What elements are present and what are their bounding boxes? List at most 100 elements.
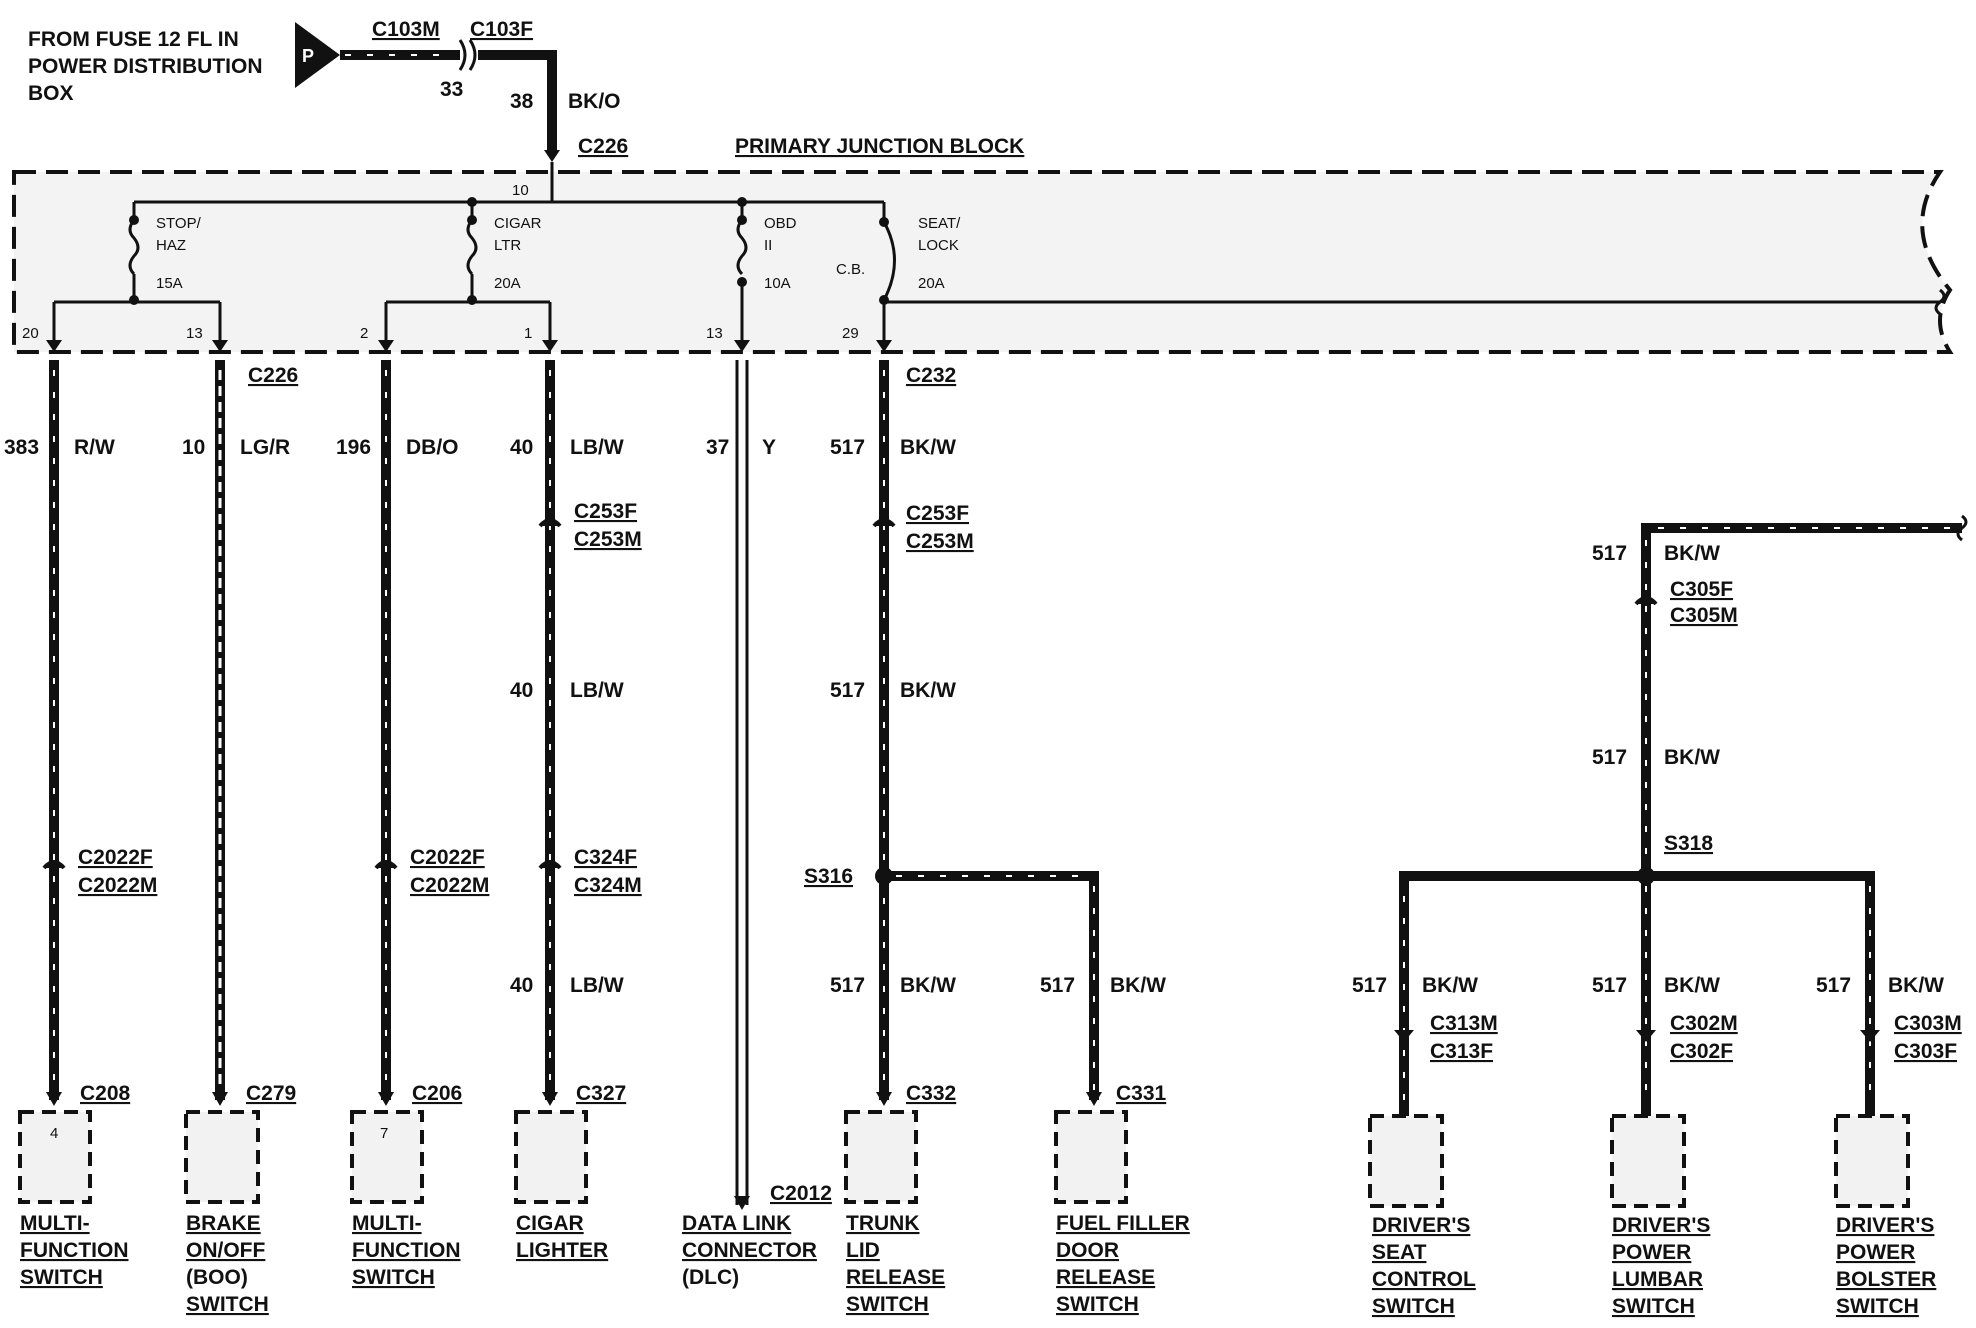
pin-33: 33 (440, 78, 463, 101)
fuse-obd-icon (736, 219, 748, 276)
comp-fuel-line3: RELEASE (1056, 1266, 1155, 1289)
fuse-cigar-name1: CIGAR (494, 215, 542, 232)
component-box-seat-control (1368, 1114, 1444, 1208)
connector-c331: C331 (1116, 1082, 1167, 1105)
junction-pin-20: 20 (22, 325, 39, 342)
junction-block-title: PRIMARY JUNCTION BLOCK (735, 135, 1024, 158)
feed-arrow-icon (544, 150, 560, 162)
wire-37-y (735, 360, 749, 1205)
fuse-stop-haz-icon (128, 219, 140, 276)
component-box-trunk (844, 1110, 918, 1204)
source-label-line3: BOX (28, 82, 74, 105)
wire-517-seat-branches (1399, 871, 1875, 1118)
comp-brake-line4: SWITCH (186, 1293, 269, 1316)
component-box-bolster (1834, 1114, 1910, 1208)
cb-seat-lock-name1: SEAT/ (918, 215, 961, 232)
wire-383-color: R/W (74, 436, 115, 459)
fuse-cigar-name2: LTR (494, 237, 521, 254)
connector-c302m: C302M (1670, 1012, 1738, 1035)
wire-517-color-g: BK/W (1422, 974, 1478, 997)
connector-c303f: C303F (1894, 1040, 1957, 1063)
comp-seat-line2: SEAT (1372, 1241, 1427, 1264)
comp-fuel-line2: DOOR (1056, 1239, 1119, 1262)
comp-bolster-line2: POWER (1836, 1241, 1915, 1264)
wire-517-number-d: 517 (1040, 974, 1075, 997)
comp-fuel-line1: FUEL FILLER (1056, 1212, 1190, 1235)
wire-517-number-h: 517 (1592, 974, 1627, 997)
wire-10-color: LG/R (240, 436, 290, 459)
wire-517-color-h: BK/W (1664, 974, 1720, 997)
fuse-obd-rating: 10A (764, 275, 791, 292)
connector-c103f: C103F (470, 18, 533, 41)
wire-40-number-c: 40 (510, 974, 533, 997)
cb-seat-lock-rating: 20A (918, 275, 945, 292)
wire-10-number: 10 (182, 436, 205, 459)
connector-c206: C206 (412, 1082, 462, 1105)
junction-pin-2: 2 (360, 325, 368, 342)
junction-pin-13b: 13 (706, 325, 723, 342)
wire-517-color-d: BK/W (1110, 974, 1166, 997)
fuse-stop-haz-rating: 15A (156, 275, 183, 292)
wire-37-number: 37 (706, 436, 729, 459)
connector-c253m-b: C253M (906, 530, 974, 553)
comp-dlc-line3: (DLC) (682, 1266, 739, 1289)
comp-seat-line1: DRIVER'S (1372, 1214, 1470, 1237)
junction-pin-13a: 13 (186, 325, 203, 342)
connector-c324f: C324F (574, 846, 637, 869)
connector-c2022m-b: C2022M (410, 874, 489, 897)
wire-517-color-i: BK/W (1888, 974, 1944, 997)
connector-c253f-b: C253F (906, 502, 969, 525)
pin-7: 7 (380, 1125, 388, 1142)
connector-c103m: C103M (372, 18, 440, 41)
source-label-line2: POWER DISTRIBUTION (28, 55, 263, 78)
fuse-obd-name1: OBD (764, 215, 797, 232)
wire-517-number-i: 517 (1816, 974, 1851, 997)
wire-517-fuel (884, 871, 1099, 1100)
primary-junction-block (12, 170, 1954, 354)
wire-40-color-a: LB/W (570, 436, 624, 459)
comp-seat-line4: SWITCH (1372, 1295, 1455, 1318)
feed-wire (478, 50, 557, 155)
comp-bolster-line3: BOLSTER (1836, 1268, 1936, 1291)
component-box-multifunction-a (18, 1110, 92, 1204)
comp-cigar-line2: LIGHTER (516, 1239, 608, 1262)
connector-c303m: C303M (1894, 1012, 1962, 1035)
fuse-stop-haz-name1: STOP/ (156, 215, 202, 232)
connector-c2022m-a: C2022M (78, 874, 157, 897)
comp-lumbar-line3: LUMBAR (1612, 1268, 1703, 1291)
comp-trunk-line2: LID (846, 1239, 880, 1262)
comp-lumbar-line2: POWER (1612, 1241, 1691, 1264)
wire-40-color-c: LB/W (570, 974, 624, 997)
comp-trunk-line4: SWITCH (846, 1293, 929, 1316)
wire-517-number-g: 517 (1352, 974, 1387, 997)
connector-c279: C279 (246, 1082, 296, 1105)
connector-c253f-a: C253F (574, 500, 637, 523)
power-source-p-label: P (302, 46, 314, 66)
wire-517-color-a: BK/W (900, 436, 956, 459)
comp-fuel-line4: SWITCH (1056, 1293, 1139, 1316)
wire-40-color-b: LB/W (570, 679, 624, 702)
connector-c332: C332 (906, 1082, 956, 1105)
connector-c305m: C305M (1670, 604, 1738, 627)
wire-517-color-c: BK/W (900, 974, 956, 997)
wire-517-color-b: BK/W (900, 679, 956, 702)
comp-multi2-line1: MULTI- (352, 1212, 422, 1235)
junction-bottom-c226: C226 (248, 364, 298, 387)
connector-c253m-a: C253M (574, 528, 642, 551)
wire-517-number-f: 517 (1592, 746, 1627, 769)
comp-multi2-line2: FUNCTION (352, 1239, 461, 1262)
wire-517-number-c: 517 (830, 974, 865, 997)
comp-bolster-line4: SWITCH (1836, 1295, 1919, 1318)
connector-c302f: C302F (1670, 1040, 1733, 1063)
connector-c313f: C313F (1430, 1040, 1493, 1063)
source-label-line1: FROM FUSE 12 FL IN (28, 28, 239, 51)
wire-517-number-e: 517 (1592, 542, 1627, 565)
comp-brake-line3: (BOO) (186, 1266, 248, 1289)
wire-517-color-e: BK/W (1664, 542, 1720, 565)
comp-brake-line2: ON/OFF (186, 1239, 265, 1262)
connector-c327: C327 (576, 1082, 626, 1105)
connector-c2022f-a: C2022F (78, 846, 153, 869)
fuse-cigar-ltr-icon (466, 219, 478, 276)
component-box-multifunction-b (350, 1110, 424, 1204)
